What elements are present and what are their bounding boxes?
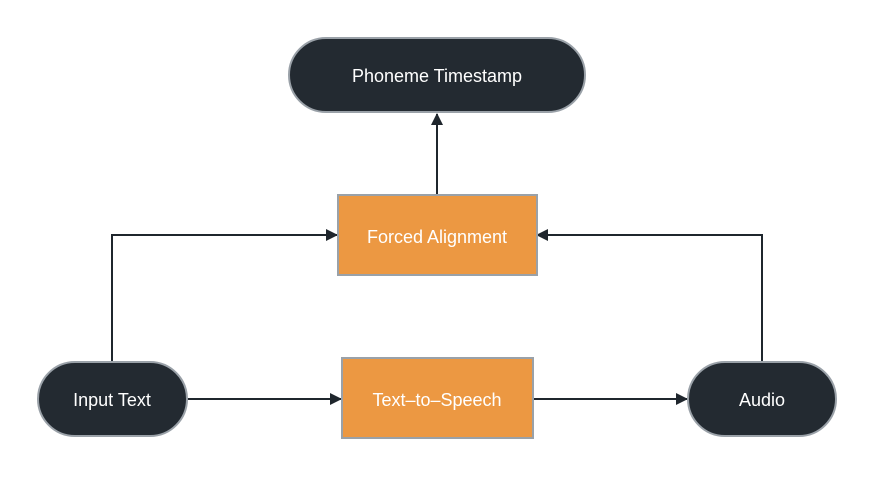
node-forced-alignment-label: Forced Alignment [367,227,507,247]
node-phoneme-timestamp-label: Phoneme Timestamp [352,66,522,86]
edge-audio-to-alignment [536,229,763,362]
node-text-to-speech-label: Text–to–Speech [372,390,501,410]
node-text-to-speech: Text–to–Speech [341,357,534,439]
node-phoneme-timestamp: Phoneme Timestamp [288,37,586,113]
node-audio: Audio [687,361,837,437]
node-audio-label: Audio [739,390,785,410]
node-input-text-label: Input Text [73,390,151,410]
node-input-text: Input Text [37,361,188,437]
node-forced-alignment: Forced Alignment [337,194,538,276]
edge-input-text-to-alignment [111,229,338,362]
